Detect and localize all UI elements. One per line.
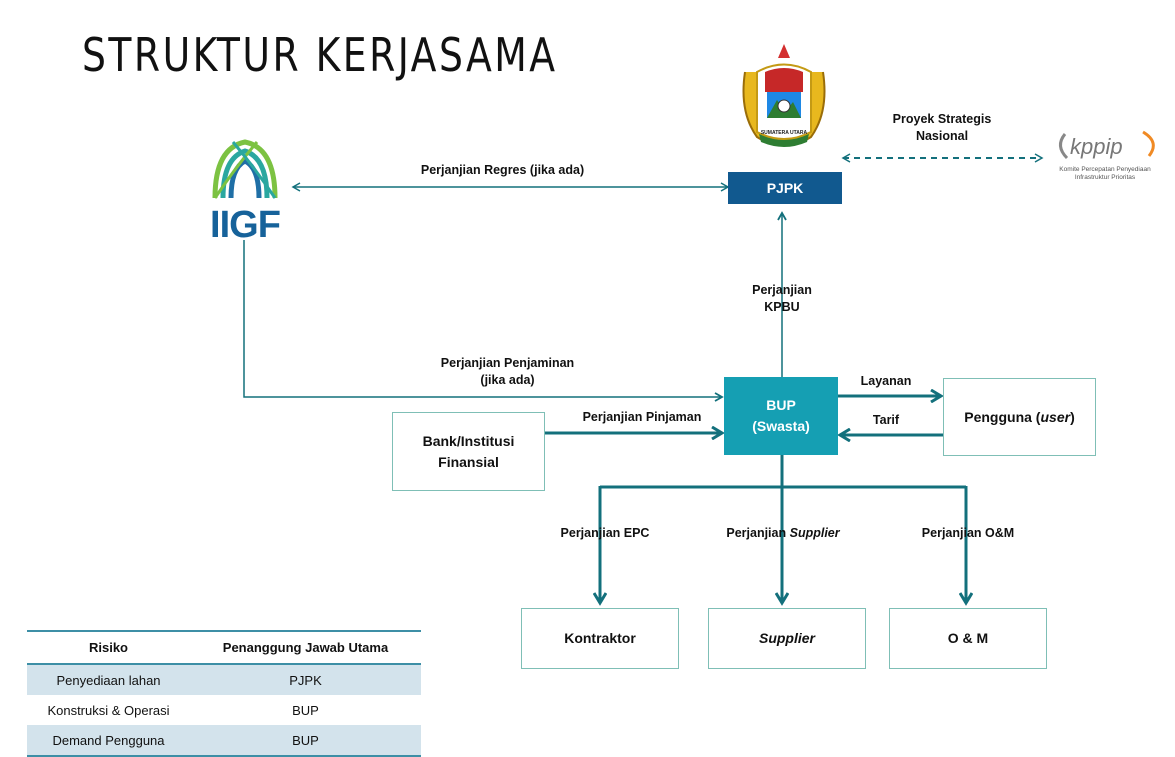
kppip-swoosh-icon xyxy=(1059,130,1155,160)
kppip-logo-text: kppip xyxy=(1070,134,1123,159)
bup-node-line1: BUP xyxy=(766,397,796,413)
pengguna-node: Pengguna (user) xyxy=(943,378,1096,456)
sumatera-utara-seal: SUMATERA UTARA xyxy=(737,42,831,154)
table-row: Demand Pengguna BUP xyxy=(27,725,421,757)
layanan-label: Layanan xyxy=(860,374,912,388)
risk-header-penanggung: Penanggung Jawab Utama xyxy=(190,630,421,665)
tarif-label: Tarif xyxy=(872,413,900,427)
risk-cell: Konstruksi & Operasi xyxy=(47,702,170,718)
supplier-agreement-prefix: Perjanjian xyxy=(726,526,790,540)
bup-node: BUP (Swasta) xyxy=(724,377,838,455)
penjaminan-label: Perjanjian Penjaminan (jika ada) xyxy=(410,355,605,389)
supplier-node: Supplier xyxy=(708,608,866,669)
psn-label: Proyek Strategis Nasional xyxy=(872,111,1012,145)
iigf-arch-icon xyxy=(212,139,278,199)
penjaminan-arrow xyxy=(243,240,724,402)
pengguna-node-user: user xyxy=(1040,408,1071,425)
kontraktor-node: Kontraktor xyxy=(521,608,679,669)
kpbu-label-line1: Perjanjian xyxy=(752,283,812,297)
bank-node: Bank/Institusi Finansial xyxy=(392,412,545,491)
supplier-agreement-word: Supplier xyxy=(789,526,840,540)
epc-label: Perjanjian EPC xyxy=(560,526,650,540)
pengguna-node-label: Pengguna ( xyxy=(964,408,1041,425)
psn-label-line1: Proyek Strategis xyxy=(892,112,992,126)
iigf-logo-text: IIGF xyxy=(210,204,281,246)
iigf-logo: IIGF xyxy=(205,138,285,246)
kpbu-label: Perjanjian KPBU xyxy=(732,282,832,316)
psn-label-line2: Nasional xyxy=(915,129,969,143)
pengguna-node-close: ) xyxy=(1070,408,1075,425)
kppip-subtitle-line2: Infrastruktur Prioritas xyxy=(1074,174,1136,181)
table-row: Konstruksi & Operasi BUP xyxy=(27,695,421,725)
risk-cell: Demand Pengguna xyxy=(27,725,190,757)
bup-node-line2: (Swasta) xyxy=(752,418,810,434)
kppip-subtitle-line1: Komite Percepatan Penyediaan xyxy=(1059,166,1151,173)
om-node: O & M xyxy=(889,608,1047,669)
bank-node-line2: Finansial xyxy=(438,453,499,470)
risk-table-header: Risiko Penanggung Jawab Utama xyxy=(27,630,421,665)
seal-emblem-icon xyxy=(742,44,826,147)
owner-cell: BUP xyxy=(190,725,421,757)
penjaminan-label-line1: Perjanjian Penjaminan xyxy=(440,356,575,370)
page-title: STRUKTUR KERJASAMA xyxy=(82,28,558,82)
risk-cell: Penyediaan lahan xyxy=(27,664,190,695)
pinjaman-label: Perjanjian Pinjaman xyxy=(582,410,702,424)
kpbu-label-line2: KPBU xyxy=(764,300,800,314)
owner-cell: PJPK xyxy=(190,664,421,695)
owner-cell: BUP xyxy=(292,702,319,718)
risk-table: Risiko Penanggung Jawab Utama Penyediaan… xyxy=(27,630,421,757)
table-row: Penyediaan lahan PJPK xyxy=(27,664,421,695)
seal-ribbon-text: SUMATERA UTARA xyxy=(760,130,808,136)
regres-label: Perjanjian Regres (jika ada) xyxy=(420,163,585,177)
kppip-logo: kppip Komite Percepatan Penyediaan Infra… xyxy=(1045,126,1165,190)
risk-header-risiko: Risiko xyxy=(27,630,190,665)
supplier-agreement-label: Perjanjian Supplier xyxy=(712,525,854,542)
bank-node-line1: Bank/Institusi xyxy=(422,432,515,449)
om-agreement-label: Perjanjian O&M xyxy=(921,526,1015,540)
penjaminan-label-line2: (jika ada) xyxy=(480,373,535,387)
pjpk-node: PJPK xyxy=(728,172,842,204)
